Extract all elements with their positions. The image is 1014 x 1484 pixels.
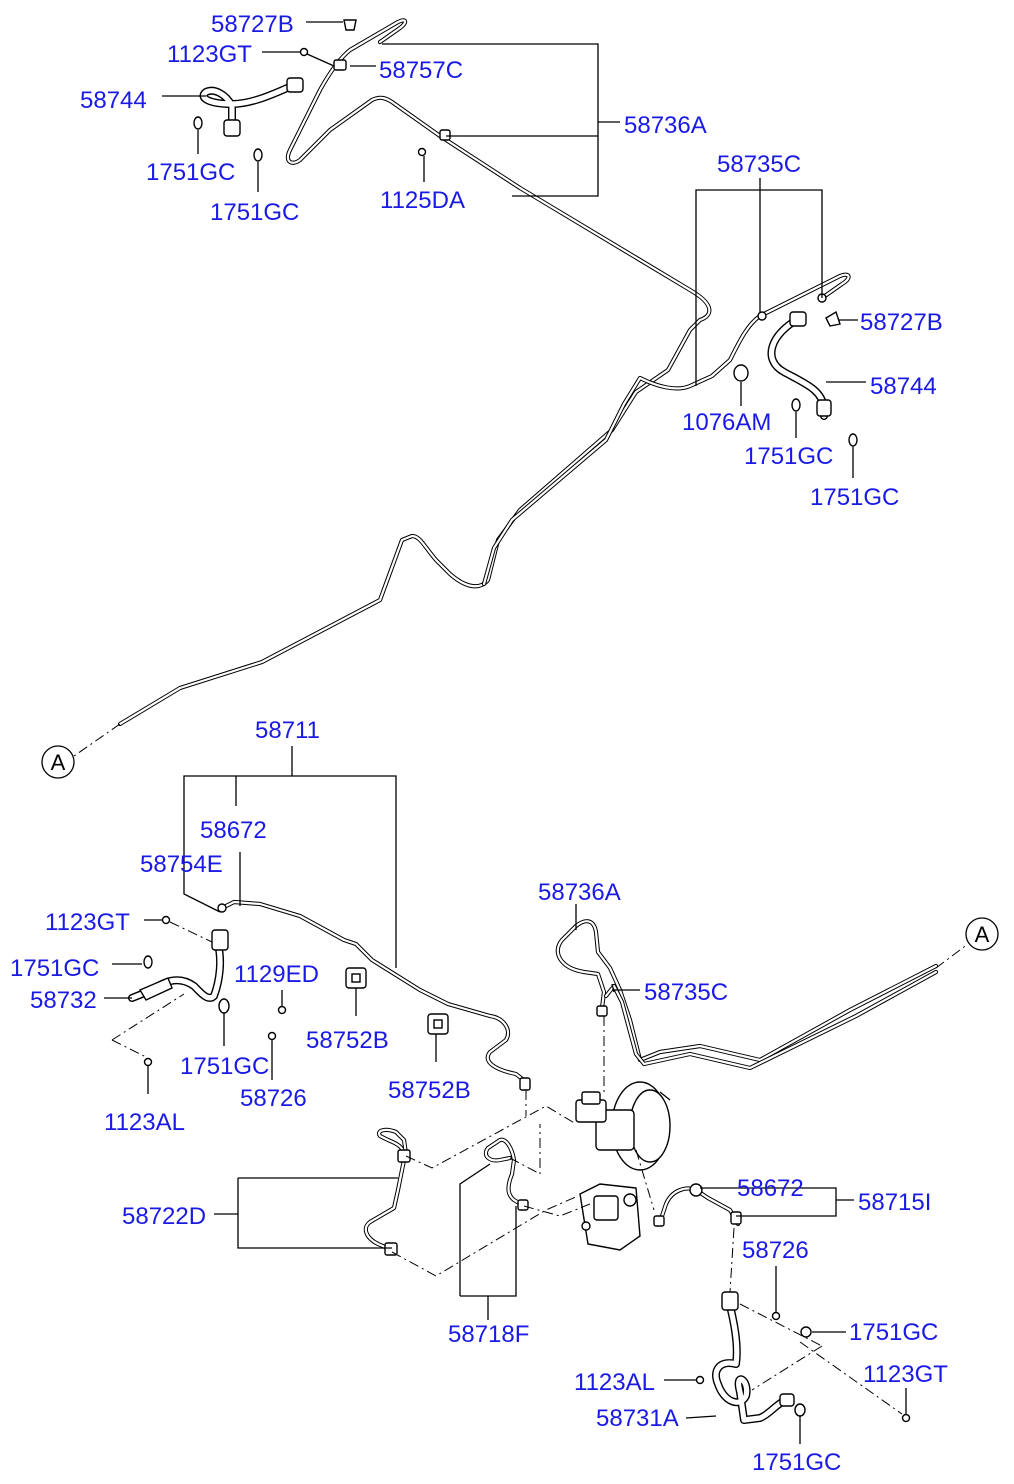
brake-pipe-58718F [483, 1137, 529, 1211]
clamp-58757C-icon [333, 59, 347, 71]
label-1751GC-t2: 1751GC [210, 199, 299, 226]
ref-a-label-right: A [975, 922, 990, 947]
clip-58727B-right-icon [825, 310, 841, 327]
brake-hose-58732 [128, 929, 229, 1002]
clamp-58736A-icon [439, 129, 451, 141]
grommet-1076AM-icon [733, 364, 749, 382]
label-1125DA: 1125DA [380, 187, 465, 214]
abs-modulator-unit [579, 1183, 641, 1251]
label-1751GC-br2: 1751GC [752, 1449, 841, 1476]
label-1751GC-left2: 1751GC [180, 1053, 269, 1080]
bolt-58726-right-icon [771, 1311, 781, 1321]
label-58752B-1: 58752B [306, 1027, 389, 1054]
bolt-1123AL-right-icon [695, 1375, 705, 1385]
bolt-58726-left-icon [267, 1031, 277, 1041]
label-58722D: 58722D [122, 1203, 206, 1230]
label-1076AM: 1076AM [682, 409, 771, 436]
label-58735C-mid: 58735C [644, 979, 728, 1006]
oring-1751GC-left2-icon [218, 998, 230, 1014]
brake-hose-58744-right [767, 311, 832, 420]
oring-1751GC-left-icon [143, 955, 153, 969]
label-58736A-mid: 58736A [538, 879, 621, 906]
label-58757C: 58757C [379, 57, 463, 84]
oring-1751GC-t1-icon [193, 116, 203, 130]
label-58726-right: 58726 [742, 1237, 809, 1264]
bolt-1125DA-icon [417, 147, 427, 157]
brake-booster-master-cylinder [575, 1081, 671, 1171]
label-58744-right: 58744 [870, 373, 937, 400]
label-1129ED: 1129ED [234, 961, 319, 988]
label-58727B-right: 58727B [860, 309, 943, 336]
label-58735C-top: 58735C [717, 151, 801, 178]
brake-pipe-58735C-lower [603, 969, 939, 1071]
label-1123GT-left: 1123GT [45, 909, 130, 936]
label-1751GC-t1: 1751GC [146, 159, 235, 186]
brake-pipe-58736A-upper [117, 18, 712, 727]
label-1123GT-right: 1123GT [863, 1361, 948, 1388]
label-1123GT-top: 1123GT [167, 41, 252, 68]
ref-a-circle-left [41, 745, 75, 779]
label-1751GC-left: 1751GC [10, 955, 99, 982]
brake-pipe-58736A-lower [555, 919, 939, 1063]
leader-lines-lower-right [214, 904, 907, 1444]
bolt-1123GT-top-icon [299, 47, 309, 57]
label-1751GC-br1: 1751GC [849, 1319, 938, 1346]
label-58732: 58732 [30, 987, 97, 1014]
clamp-58752B-1-icon [345, 967, 367, 989]
bolt-1129ED-icon [277, 1005, 287, 1015]
label-58718F: 58718F [448, 1321, 529, 1348]
label-58672-right: 58672 [737, 1175, 804, 1202]
oring-1751GC-br1-icon [800, 1326, 812, 1338]
brake-pipe-58715I [653, 1183, 742, 1227]
bolt-1123GT-left-icon [161, 915, 171, 925]
leader-lines-lower-left [104, 746, 437, 1094]
leader-lines-upper [162, 21, 866, 478]
ref-a-circle-right [965, 917, 999, 951]
label-58736A-top: 58736A [624, 112, 707, 139]
brake-hose-58744-top [199, 77, 304, 137]
label-58752B-2: 58752B [388, 1077, 471, 1104]
bolt-1123GT-right-icon [901, 1413, 911, 1423]
oring-1751GC-br2-icon [794, 1403, 806, 1417]
label-58727B-top: 58727B [211, 11, 294, 38]
label-1751GC-r1: 1751GC [744, 443, 833, 470]
oring-1751GC-r1-icon [791, 398, 801, 412]
brake-pipe-58722D [363, 1127, 411, 1256]
clamp-58752B-2-icon [427, 1013, 449, 1035]
label-58711: 58711 [255, 717, 320, 744]
clip-58727B-top-icon [343, 19, 357, 31]
brake-pipe-58711 [217, 899, 531, 1091]
label-58754E: 58754E [140, 851, 223, 878]
label-58726-left: 58726 [240, 1085, 307, 1112]
label-58731A: 58731A [596, 1405, 679, 1432]
assembly-dash-lines [391, 1016, 903, 1415]
label-1123AL-left: 1123AL [104, 1109, 185, 1136]
label-58744-top: 58744 [80, 87, 147, 114]
label-58715I: 58715I [858, 1189, 931, 1216]
bolt-1123AL-left-icon [143, 1057, 153, 1067]
ref-a-dash-left [73, 723, 121, 757]
oring-1751GC-r2-icon [848, 433, 858, 447]
ref-a-label-left: A [51, 750, 66, 775]
label-1123AL-right: 1123AL [574, 1369, 655, 1396]
label-1751GC-r2: 1751GC [810, 484, 899, 511]
oring-1751GC-t2-icon [253, 148, 263, 162]
ref-a-dash-right [935, 943, 969, 969]
brake-hose-58731A [712, 1291, 795, 1424]
label-58672-left: 58672 [200, 817, 267, 844]
